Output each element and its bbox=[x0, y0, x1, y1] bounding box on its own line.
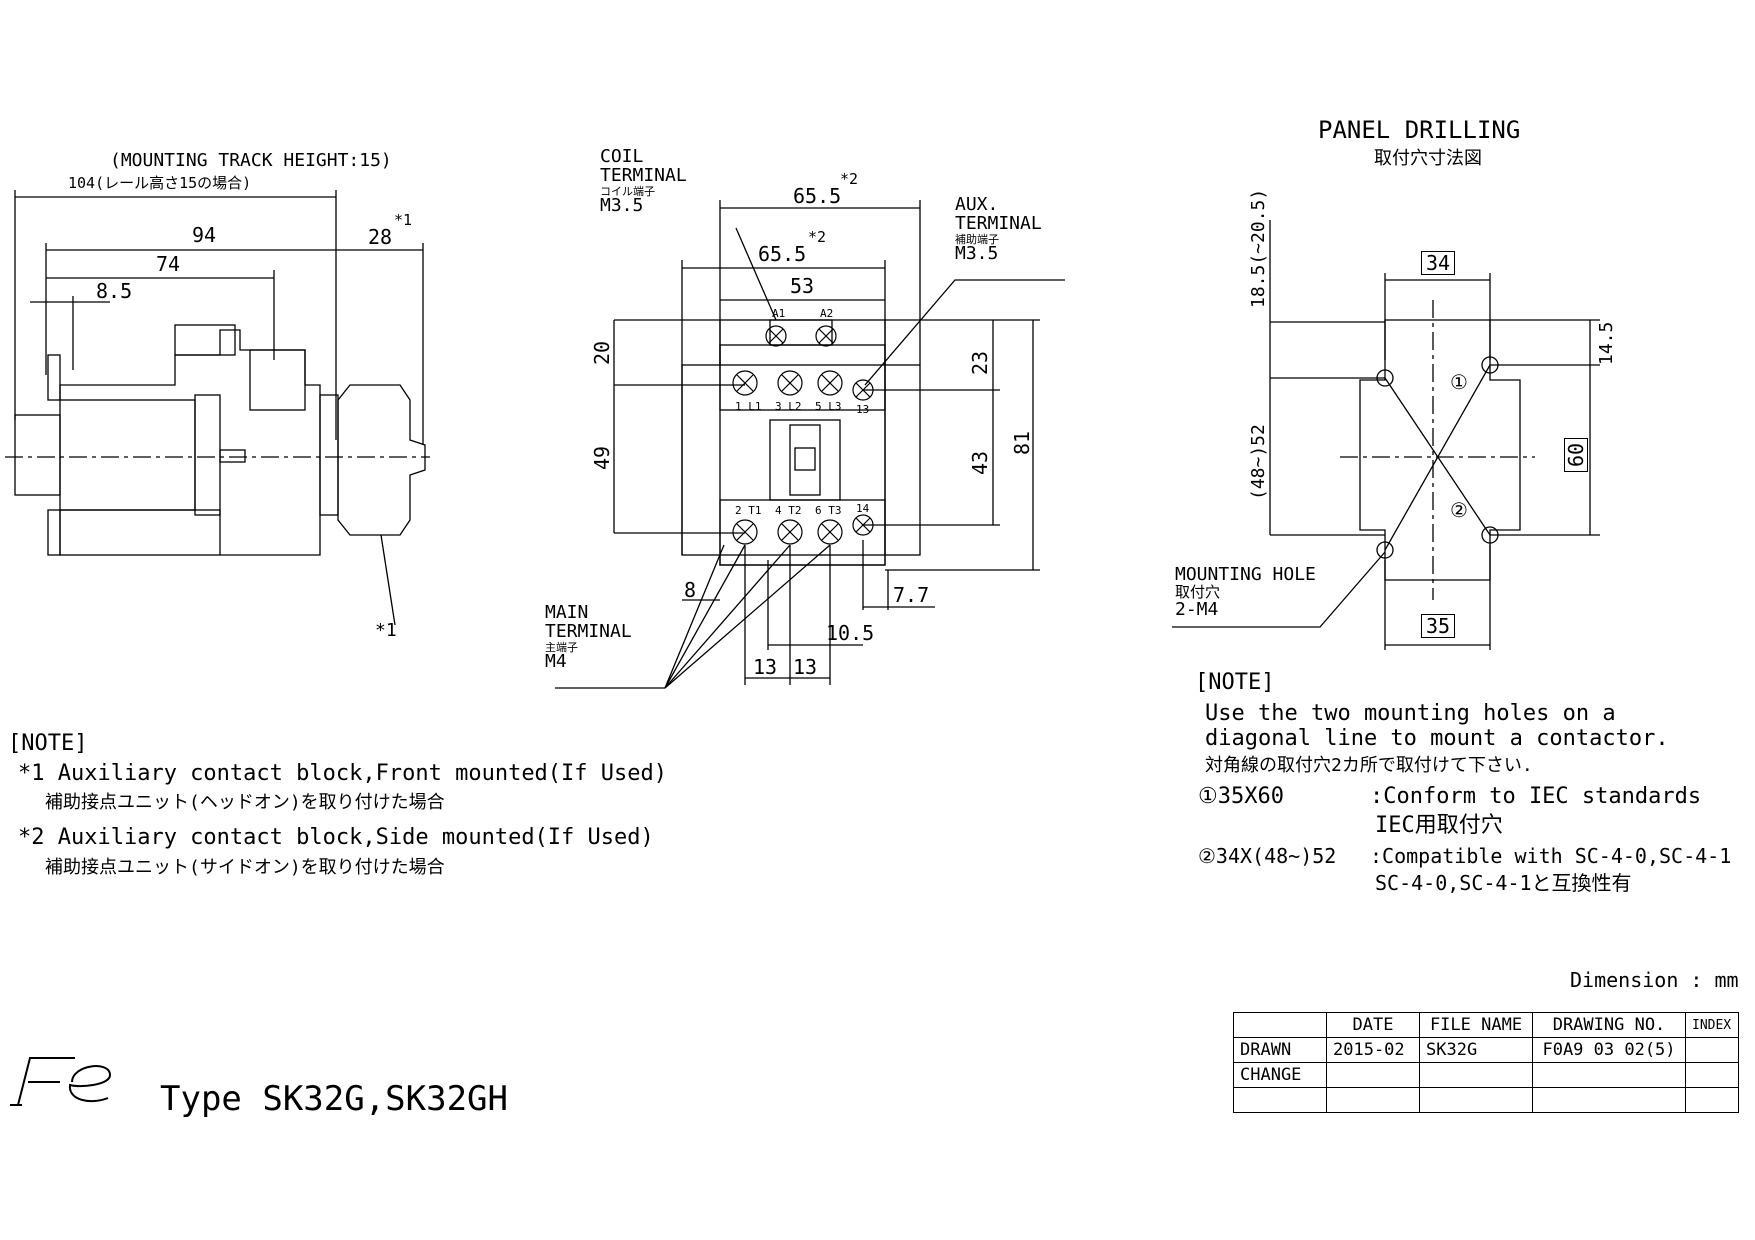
dim-104: 104(レール高さ15の場合) bbox=[68, 174, 252, 192]
label-a2: A2 bbox=[820, 307, 834, 320]
note-right-line-2: diagonal line to mount a contactor. bbox=[1205, 726, 1669, 751]
type-title: Type SK32G,SK32GH bbox=[160, 1079, 508, 1119]
label-1-l1: 1 L1 bbox=[735, 400, 762, 413]
note-right-line-3: 対角線の取付穴2カ所で取付けて下さい. bbox=[1205, 755, 1533, 776]
label-a1: A1 bbox=[772, 307, 786, 320]
side-view bbox=[5, 190, 430, 626]
title-block-cell bbox=[1685, 1062, 1739, 1088]
leader-1-label: *1 bbox=[375, 620, 397, 641]
dim-7-7: 7.7 bbox=[893, 583, 930, 607]
fe-logo-mark bbox=[10, 1057, 112, 1106]
dim-23: 23 bbox=[968, 350, 992, 375]
title-block-header-row: DATE FILE NAME DRAWING NO. INDEX bbox=[1233, 1012, 1739, 1038]
mounting-track-label: (MOUNTING TRACK HEIGHT:15) bbox=[110, 150, 392, 171]
dim-65-5-top: 65.5 bbox=[793, 184, 842, 208]
panel-drilling-view bbox=[1172, 220, 1600, 650]
title-block-header-cell: DATE bbox=[1326, 1012, 1420, 1038]
title-block-cell bbox=[1233, 1087, 1327, 1113]
title-block-cell bbox=[1685, 1037, 1739, 1063]
label-2-t1: 2 T1 bbox=[735, 504, 762, 517]
dim-60: 60 bbox=[1564, 437, 1588, 472]
mounting-hole-label: MOUNTING HOLE 取付穴 2-M4 bbox=[1175, 564, 1316, 620]
title-block-header-cell: INDEX bbox=[1685, 1012, 1739, 1038]
mark-2-top: *2 bbox=[840, 170, 859, 188]
dim-74: 74 bbox=[156, 252, 181, 276]
note-item-1-value-jp: IEC用取付穴 bbox=[1375, 813, 1503, 838]
title-block-cell bbox=[1685, 1087, 1739, 1113]
panel-drilling-title: PANEL DRILLING bbox=[1318, 116, 1521, 144]
dim-48-52: (48~)52 bbox=[1248, 424, 1269, 500]
note-left-line-4: 補助接点ユニット(サイドオン)を取り付けた場合 bbox=[45, 857, 445, 878]
note-item-1-value: :Conform to IEC standards bbox=[1370, 784, 1702, 809]
dim-35: 35 bbox=[1421, 614, 1456, 638]
title-block-cell bbox=[1419, 1062, 1533, 1088]
title-block-header-cell: DRAWING NO. bbox=[1532, 1012, 1686, 1038]
coil-terminal-label: COIL TERMINAL コイル端子 M3.5 bbox=[600, 146, 687, 217]
panel-drilling-subtitle: 取付穴寸法図 bbox=[1374, 148, 1482, 169]
title-block-cell: DRAWN bbox=[1233, 1037, 1327, 1063]
note-item-1-key: ①35X60 bbox=[1198, 784, 1284, 809]
note-left-line-1: *1 Auxiliary contact block,Front mounted… bbox=[18, 761, 668, 786]
title-block-row: DRAWN 2015-02 SK32G F0A9 03 02(5) bbox=[1233, 1037, 1739, 1063]
label-6-t3: 6 T3 bbox=[815, 504, 842, 517]
dim-28: 28 bbox=[368, 225, 393, 249]
dim-20: 20 bbox=[590, 340, 614, 365]
label-14: 14 bbox=[856, 502, 870, 515]
label-3-l2: 3 L2 bbox=[775, 400, 802, 413]
mark-1-top: *1 bbox=[394, 211, 413, 229]
dim-8: 8 bbox=[684, 578, 697, 602]
title-block-cell: CHANGE bbox=[1233, 1062, 1327, 1088]
hole-2-marker: ② bbox=[1450, 498, 1468, 522]
title-block-header-cell: FILE NAME bbox=[1419, 1012, 1533, 1038]
dim-49: 49 bbox=[590, 445, 614, 470]
dim-10-5: 10.5 bbox=[826, 621, 875, 645]
dim-13-a: 13 bbox=[753, 655, 778, 679]
title-block-cell bbox=[1532, 1087, 1686, 1113]
dim-14-5: 14.5 bbox=[1596, 321, 1617, 365]
mark-2-mid: *2 bbox=[808, 228, 827, 246]
dim-94: 94 bbox=[192, 223, 217, 247]
dimension-unit: Dimension : mm bbox=[1570, 968, 1739, 992]
title-block-cell bbox=[1532, 1062, 1686, 1088]
title-block-cell bbox=[1326, 1062, 1420, 1088]
note-item-2-key: ②34X(48~)52 bbox=[1198, 844, 1337, 868]
aux-terminal-label: AUX. TERMINAL 補助端子 M3.5 bbox=[955, 194, 1042, 265]
title-block-cell bbox=[1419, 1087, 1533, 1113]
label-4-t2: 4 T2 bbox=[775, 504, 802, 517]
title-block-cell: 2015-02 bbox=[1326, 1037, 1420, 1063]
note-left-line-3: *2 Auxiliary contact block,Side mounted(… bbox=[18, 825, 654, 850]
note-item-2-value: :Compatible with SC-4-0,SC-4-1 bbox=[1370, 844, 1732, 868]
title-block-header-cell bbox=[1233, 1012, 1327, 1038]
note-left-heading: [NOTE] bbox=[8, 731, 88, 756]
dim-34: 34 bbox=[1421, 251, 1456, 275]
dim-13-b: 13 bbox=[793, 655, 818, 679]
label-5-l3: 5 L3 bbox=[815, 400, 842, 413]
title-block: DATE FILE NAME DRAWING NO. INDEX DRAWN 2… bbox=[1233, 1012, 1739, 1113]
note-item-2-value-jp: SC-4-0,SC-4-1と互換性有 bbox=[1375, 871, 1632, 895]
dim-8-5: 8.5 bbox=[96, 279, 133, 303]
note-left-line-2: 補助接点ユニット(ヘッドオン)を取り付けた場合 bbox=[45, 792, 445, 813]
main-terminal-label: MAIN TERMINAL 主端子 M4 bbox=[545, 602, 632, 673]
title-block-cell: F0A9 03 02(5) bbox=[1532, 1037, 1686, 1063]
dim-81: 81 bbox=[1010, 430, 1034, 455]
note-right-heading: [NOTE] bbox=[1195, 670, 1275, 695]
dim-43: 43 bbox=[968, 450, 992, 475]
dim-18-5: 18.5(~20.5) bbox=[1248, 188, 1269, 308]
note-right-line-1: Use the two mounting holes on a bbox=[1205, 701, 1616, 726]
title-block-row: CHANGE bbox=[1233, 1062, 1739, 1088]
title-block-cell: SK32G bbox=[1419, 1037, 1533, 1063]
title-block-row bbox=[1233, 1087, 1739, 1113]
title-block-cell bbox=[1326, 1087, 1420, 1113]
label-13: 13 bbox=[856, 403, 870, 416]
dim-65-5-mid: 65.5 bbox=[758, 242, 807, 266]
brand-text: Fe bbox=[110, 1070, 111, 1071]
dim-53: 53 bbox=[790, 274, 815, 298]
front-view bbox=[555, 200, 1065, 689]
hole-1-marker: ① bbox=[1450, 370, 1468, 394]
